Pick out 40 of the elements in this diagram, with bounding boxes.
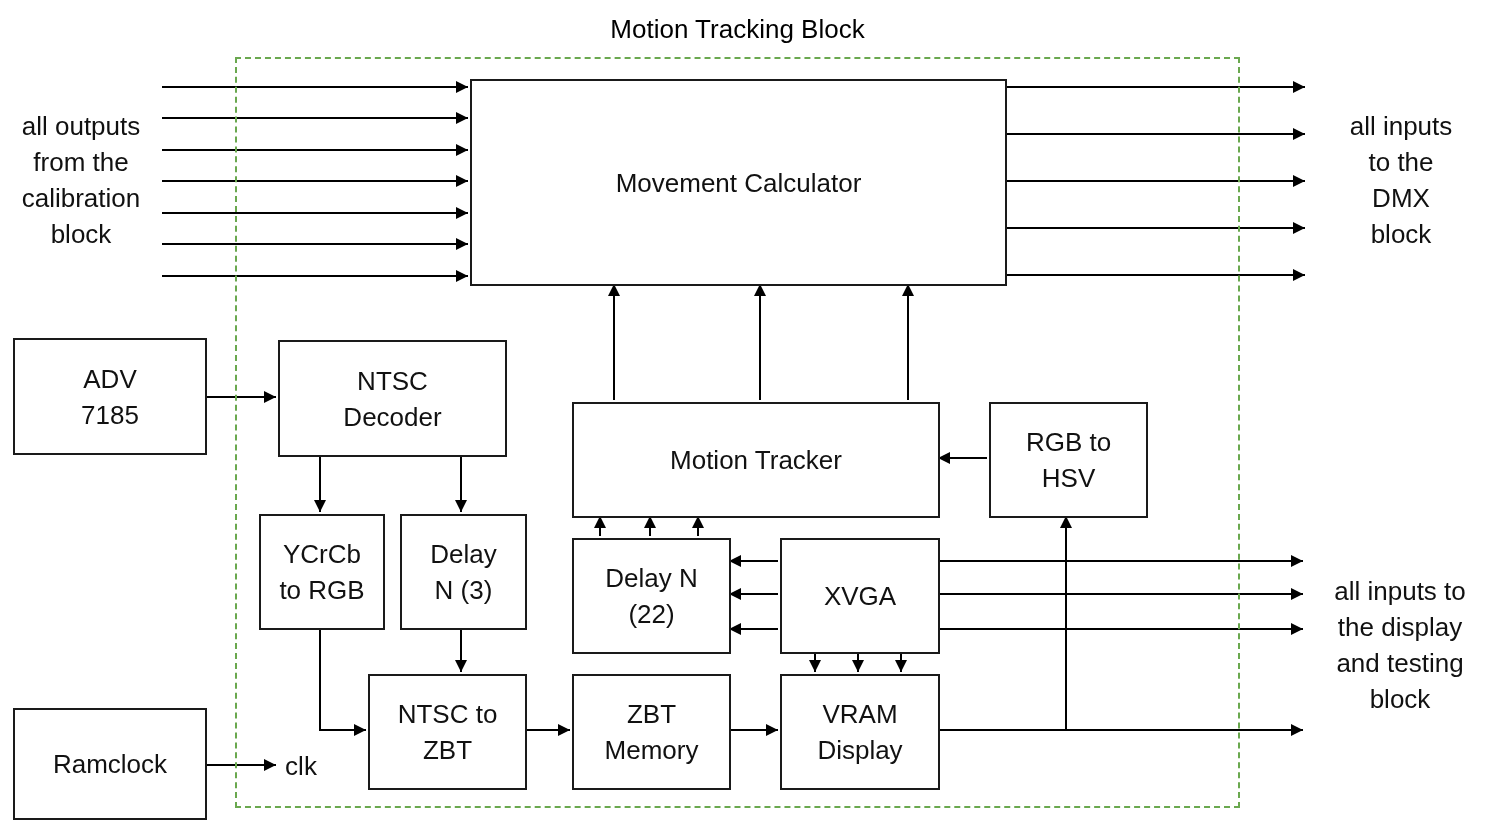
process-box [780,538,940,654]
box-label: ADV 7185 [80,362,140,432]
box-label: NTSC to ZBT [396,698,499,767]
arrow [161,81,469,93]
box-label: Movement Calculator [615,166,862,200]
box-label: Motion Tracker [670,444,842,477]
signal-text: all inputs to the display and testing block [1333,575,1467,716]
signal-text: clk [285,750,317,783]
arrow [206,391,277,403]
arrow [161,207,469,219]
process-box [259,514,385,630]
box-label: YCrCb to RGB [278,538,366,607]
arrow [161,144,469,156]
box-label: XVGA [823,580,897,613]
box-label: ZBT Memory [603,698,700,767]
box-label: Delay N (22) [604,562,699,631]
process-box [572,402,940,518]
process-box [780,674,940,790]
box-label: Ramclock [52,748,168,781]
process-box [572,674,731,790]
process-box [572,538,731,654]
process-box [368,674,527,790]
box-label: RGB to HSV [1024,426,1113,495]
process-box [13,338,207,455]
process-box [989,402,1148,518]
box-label: Delay N (3) [429,538,498,607]
arrow [161,175,469,187]
arrow [161,238,469,250]
group-title: Motion Tracking Block [609,13,866,46]
process-box [470,79,1007,286]
process-box [278,340,507,457]
arrow [161,270,469,282]
process-box [13,708,207,820]
signal-text: all inputs to the DMX block [1348,110,1454,251]
signal-text: all outputs from the calibration block [20,110,142,251]
box-label: VRAM Display [816,698,904,767]
arrow [161,112,469,124]
process-box [400,514,527,630]
box-label: NTSC Decoder [342,364,443,434]
arrow [206,759,277,771]
